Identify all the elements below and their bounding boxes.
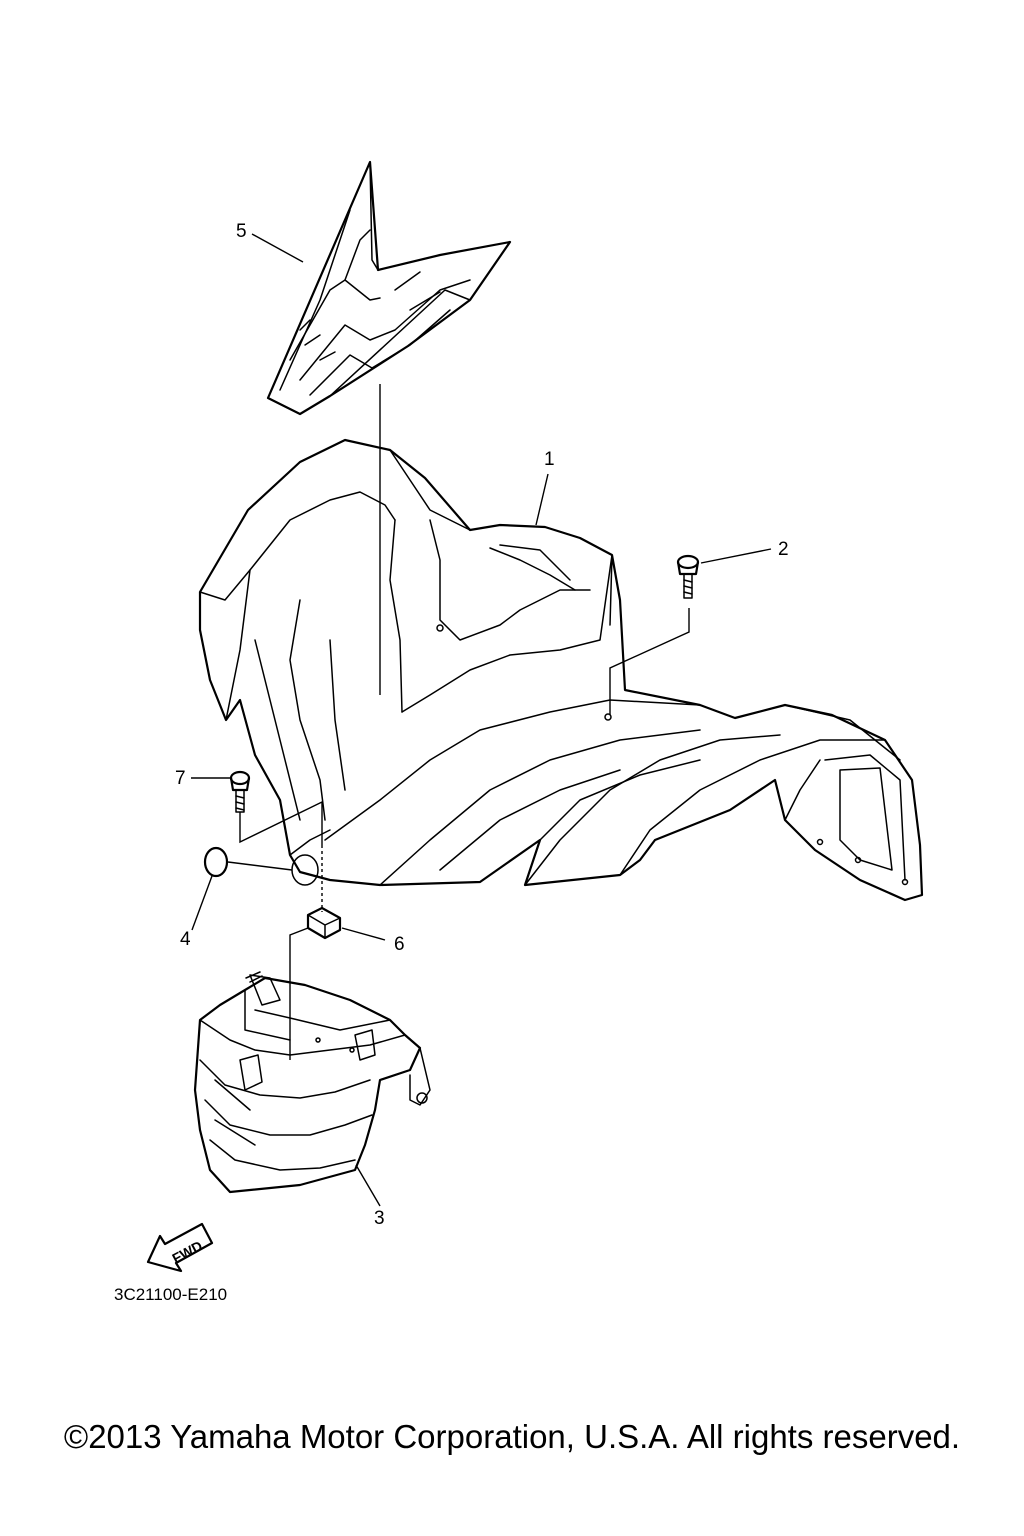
fwd-arrow-icon: FWD xyxy=(146,1222,214,1273)
callout-3: 3 xyxy=(374,1208,385,1229)
callout-7: 7 xyxy=(175,768,186,789)
part-6-clip xyxy=(306,906,342,940)
fwd-label: FWD xyxy=(169,1237,205,1266)
callout-labels: 1 2 3 4 5 6 7 xyxy=(175,221,789,1229)
part-5-grille xyxy=(266,160,512,416)
callout-4: 4 xyxy=(180,929,191,950)
copyright-notice: ©2013 Yamaha Motor Corporation, U.S.A. A… xyxy=(63,1418,961,1455)
callout-1: 1 xyxy=(544,449,555,470)
leader-lines xyxy=(191,233,772,1207)
part-3-lower-guard xyxy=(193,971,431,1194)
part-7-screw xyxy=(229,770,251,813)
part-4-hole xyxy=(291,854,319,886)
callout-6: 6 xyxy=(394,934,405,955)
callout-2: 2 xyxy=(778,539,789,560)
diagram-code: 3C21100-E210 xyxy=(114,1285,227,1304)
part-1-front-fender xyxy=(198,438,924,902)
part-2-screw xyxy=(676,554,700,599)
callout-5: 5 xyxy=(236,221,247,242)
part-4-cap xyxy=(203,846,229,878)
